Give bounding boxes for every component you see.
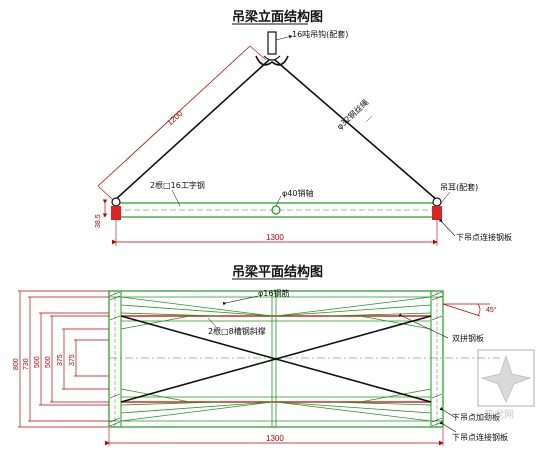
brace-label: 2根□8槽钢斜撑 bbox=[208, 326, 266, 336]
span-label: 1300 bbox=[266, 233, 284, 242]
bottom-plate-label: 下吊点连接钢板 bbox=[456, 232, 512, 242]
hook-label: 16吨吊钩(配套) bbox=[292, 29, 348, 39]
rebar-label: φ16钢筋 bbox=[258, 288, 289, 298]
pin-label: φ40销轴 bbox=[282, 188, 313, 198]
diagonal-brace-2 bbox=[120, 315, 432, 403]
elevation-title: 吊梁立面结构图 bbox=[232, 9, 323, 25]
plan-view: 吊梁平面结构图 bbox=[13, 264, 508, 446]
dim-500-a: 500 bbox=[34, 356, 41, 368]
right-sling bbox=[274, 59, 438, 201]
dim-500-b: 500 bbox=[45, 356, 52, 368]
left-dimension-lines bbox=[18, 290, 109, 428]
dim-800: 800 bbox=[13, 358, 20, 370]
double-plate-label: 双拼钢板 bbox=[452, 333, 484, 343]
right-lug-icon bbox=[432, 197, 442, 220]
dim-375-b: 375 bbox=[69, 354, 76, 366]
beam-height-label: 38.5 bbox=[95, 214, 102, 228]
sling-dimension-line bbox=[97, 45, 251, 187]
left-lug-icon bbox=[111, 197, 121, 220]
sling-length-label: 1200 bbox=[165, 109, 185, 128]
elevation-view: 吊梁立面结构图 16吨吊钩(配套) 1200 φ32钢丝绳 φ40销轴 2根□1… bbox=[95, 9, 512, 246]
hook-icon bbox=[255, 31, 289, 66]
watermark-logo: 筑龙网 bbox=[477, 349, 535, 421]
right-bracing bbox=[275, 296, 432, 422]
dim-375-a: 375 bbox=[57, 354, 64, 366]
watermark-text: 筑龙网 bbox=[484, 408, 514, 421]
dim-730: 730 bbox=[23, 358, 30, 370]
plan-span-label: 1300 bbox=[266, 434, 284, 443]
angle-label: 45° bbox=[486, 306, 497, 314]
left-bracing bbox=[120, 296, 273, 422]
lug-label: 吊耳(配套) bbox=[440, 182, 478, 192]
left-sling bbox=[114, 59, 270, 201]
connection-plate-label: 下吊点连接钢板 bbox=[452, 432, 508, 442]
plan-title: 吊梁平面结构图 bbox=[232, 264, 323, 280]
stiffener-label: 下吊点加劲板 bbox=[452, 412, 500, 422]
beam-label: 2根□16工字钢 bbox=[150, 180, 205, 190]
